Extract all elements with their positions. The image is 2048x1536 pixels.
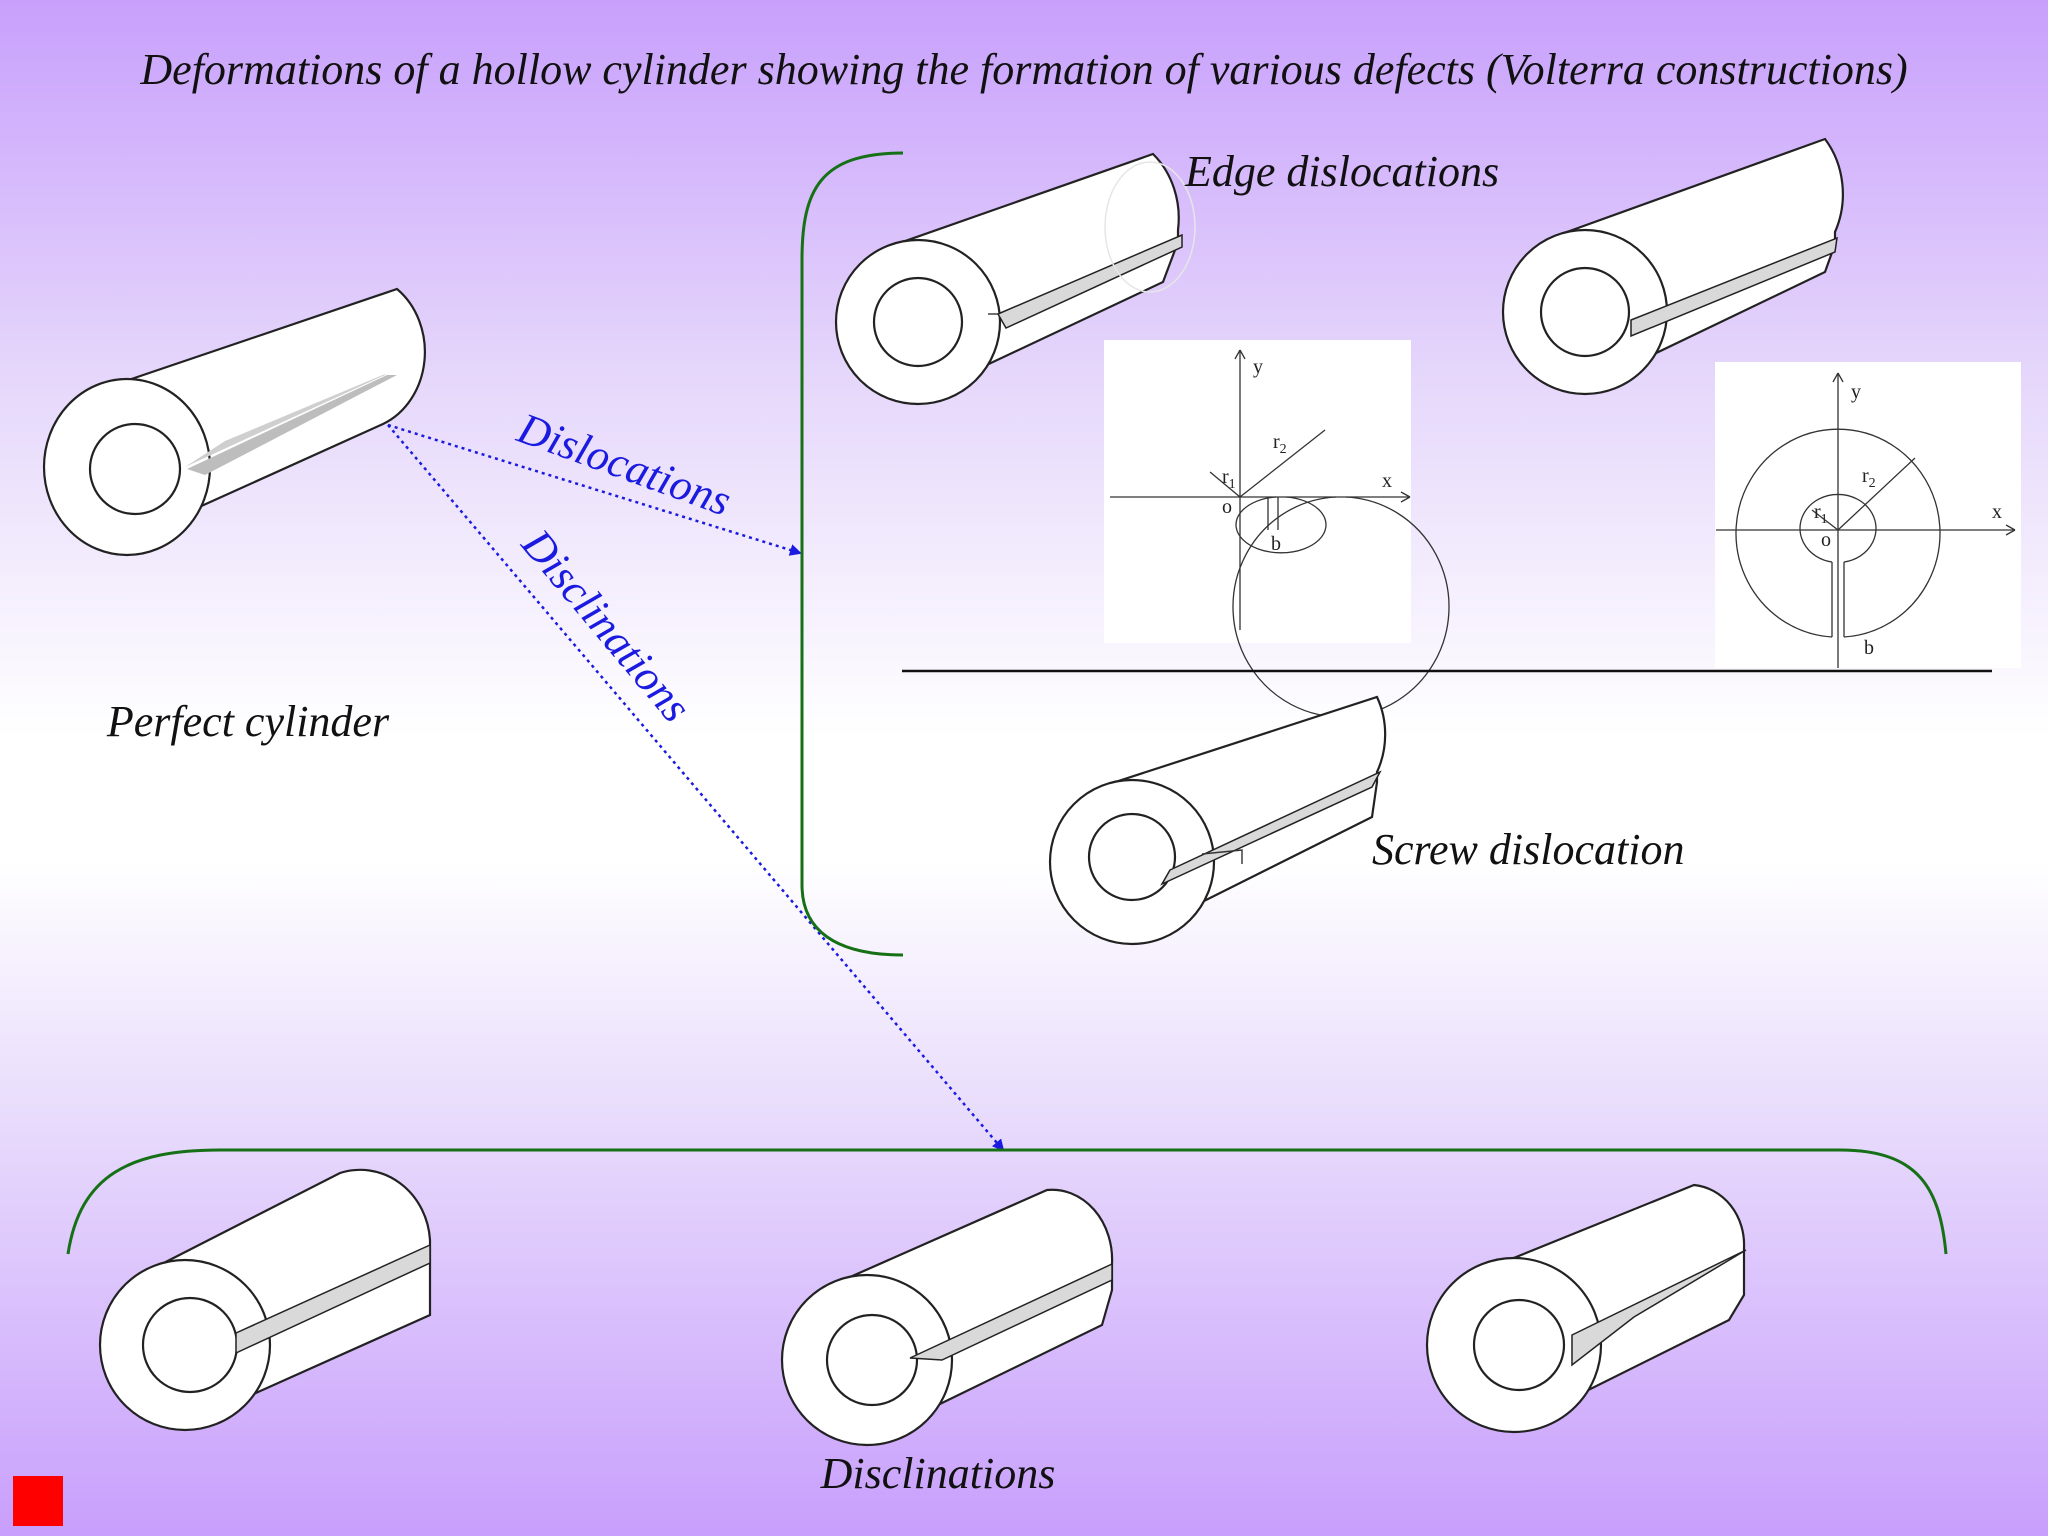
diagram-2-b: b	[1864, 637, 1874, 659]
disclinations-label: Disclinations	[820, 1449, 1056, 1498]
screw-dislocation-cylinder	[1048, 695, 1387, 946]
disclination-cylinder-1	[98, 1168, 432, 1432]
perfect-cylinder-label: Perfect cylinder	[106, 697, 390, 746]
disclinations-brace	[66, 1148, 1948, 1255]
edge-dislocations-label: Edge dislocations	[1184, 147, 1499, 196]
disclinations-arrow	[387, 424, 1005, 1152]
diagram-2-r2: r2	[1862, 465, 1876, 491]
diagram-2-y: y	[1851, 381, 1861, 403]
disclinations-arrow-label: Disclinations	[512, 519, 701, 731]
perfect-cylinder-drawing	[42, 287, 426, 557]
edge-dislocation-cylinder-2	[1501, 137, 1844, 396]
dislocations-brace	[800, 151, 904, 957]
disclination-cylinder-2	[780, 1188, 1114, 1447]
dislocations-arrow-label: Dislocations	[511, 403, 738, 525]
edge-dislocation-cylinder-1	[834, 152, 1196, 406]
diagram-1-x: x	[1382, 470, 1392, 492]
diagram-1-b: b	[1271, 533, 1281, 555]
slide-title: Deformations of a hollow cylinder showin…	[139, 45, 1907, 94]
diagram-2-x: x	[1992, 501, 2002, 523]
slide-marker	[13, 1476, 63, 1526]
edge-dislocation-diagram-2: y x r1 r2 o b	[1715, 362, 2021, 668]
diagram-1-r1: r1	[1222, 466, 1236, 492]
diagram-1-r2: r2	[1273, 431, 1287, 457]
diagram-1-o: o	[1222, 496, 1232, 518]
screw-dislocation-label: Screw dislocation	[1372, 825, 1684, 874]
diagram-1-y: y	[1253, 356, 1263, 378]
diagram-2-r1: r1	[1814, 501, 1828, 527]
diagram-2-o: o	[1821, 529, 1831, 551]
disclination-cylinder-3	[1425, 1183, 1747, 1434]
edge-dislocation-diagram-1: y x r1 r2 o b	[1104, 340, 1450, 718]
dislocations-arrow	[387, 423, 802, 556]
